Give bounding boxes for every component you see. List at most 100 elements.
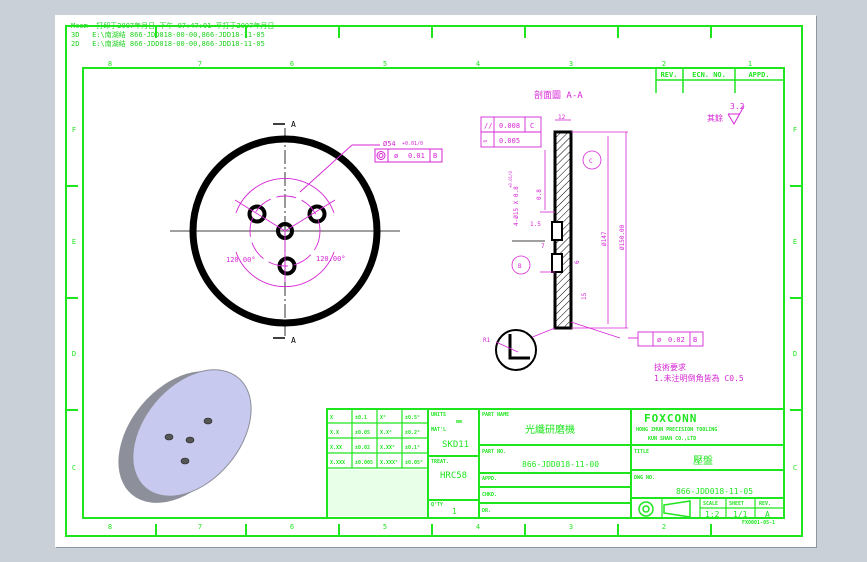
dia-inner: Ø147 <box>601 231 608 246</box>
print-header-line: 2D E:\南湖结 866-JDD018-00-00,866-JDD18-11-… <box>71 40 265 48</box>
tol-cell: X.XXX <box>330 460 345 466</box>
tol-cell: X° <box>380 415 386 421</box>
scale-value: 1:2 <box>705 510 720 519</box>
section-title: 剖面圖 A-A <box>534 89 583 101</box>
part-no-label: PART NO. <box>482 449 506 455</box>
material-label: MAT'L <box>431 427 446 433</box>
dim-08: 0.8 <box>536 189 543 200</box>
r1-label: R1 <box>483 337 491 344</box>
projection-symbol <box>638 500 691 518</box>
tol-symbol: ▱ <box>483 137 488 145</box>
runout-value: 0.02 <box>668 336 685 344</box>
runout-datum: B <box>693 336 697 344</box>
qty-label: Q'TY <box>431 502 443 508</box>
svg-text:ø: ø <box>394 152 399 160</box>
tol-cell: X.XXX° <box>380 460 398 466</box>
holes-dim: 4-Ø15 X 0.8 <box>513 186 520 226</box>
dwg-no-value: 866-JDD018-11-05 <box>676 487 753 496</box>
section-view: 剖面圖 A-A <box>480 89 704 371</box>
dwg-no-label: DWG NO. <box>634 475 655 481</box>
dim-15b: 15 <box>581 292 588 300</box>
notes-title: 技術要求 <box>654 362 686 372</box>
notes-line: 1.未注明倒角皆為 C0.5 <box>654 373 744 383</box>
zone-number: 7 <box>198 60 202 68</box>
part-no-value: 866-JDD018-11-00 <box>522 460 599 469</box>
zone-letter: C <box>72 464 76 472</box>
tol-cell: ±0.05° <box>405 460 423 466</box>
sheet-value: 1/1 <box>733 510 748 519</box>
zone-letter: E <box>793 238 797 246</box>
zone-number: 3 <box>569 523 573 531</box>
part-name-value: 光纖研磨機 <box>525 423 575 436</box>
units-value: mm <box>456 419 462 425</box>
zone-number: 4 <box>476 523 480 531</box>
zone-number: 2 <box>662 523 666 531</box>
zone-letter: C <box>793 464 797 472</box>
mounting-hole <box>307 204 327 224</box>
conc-datum: B <box>433 152 437 160</box>
concentricity-frame: ø 0.01 B <box>374 148 443 163</box>
surface-finish-value: 3.2 <box>730 102 745 111</box>
title-label: TITLE <box>634 449 649 455</box>
dim-6: 6 <box>574 260 581 264</box>
tol-cell: X.XX° <box>380 445 395 451</box>
zone-number: 6 <box>290 60 294 68</box>
units-label: UNITS <box>431 412 446 418</box>
tol-cell: X.X° <box>380 430 392 436</box>
revision-table: REV. ECN. NO. APPD. <box>655 67 785 93</box>
dia-tolerance: +0.01/0 <box>402 141 423 147</box>
dr-label: DR. <box>482 508 491 514</box>
company-sub2: KUN SHAN CO.,LTD <box>648 436 696 442</box>
chkd-label: CHKD. <box>482 492 497 498</box>
tol-cell: ±0.02 <box>355 445 370 451</box>
dim-7: 7 <box>541 243 545 250</box>
technical-notes: 技術要求 1.未注明倒角皆為 C0.5 <box>654 362 744 383</box>
cut-label-bottom: A <box>291 336 296 345</box>
tol-cell: ±0.1° <box>405 445 420 451</box>
scale-label: SCALE <box>703 501 718 507</box>
angle-label: 120.00° <box>316 255 346 263</box>
qty-value: 1 <box>452 507 457 516</box>
company-sub1: HONG ZHUN PRECISION TOOLING <box>636 427 717 433</box>
front-view: A A Ø54 +0.01/0 120.00° 120.00° ø <box>170 120 443 345</box>
width-dim: 12 <box>558 114 566 121</box>
zone-letter: F <box>72 126 76 134</box>
tol-cell: ±0.5° <box>405 415 420 421</box>
zone-number: 5 <box>383 523 387 531</box>
dim-15: 1.5 <box>530 221 541 228</box>
zone-number: 3 <box>569 60 573 68</box>
holes-tol: +0.01/0 <box>508 171 513 188</box>
zone-letter: E <box>72 238 76 246</box>
datum-b-label: B <box>518 263 522 270</box>
appd-label: APPD. <box>482 476 497 482</box>
rev-label: REV. <box>759 501 771 507</box>
zone-letter: D <box>793 350 797 358</box>
mounting-hole <box>247 204 267 224</box>
dia-label: Ø54 <box>383 140 396 148</box>
zone-number: 1 <box>748 60 752 68</box>
zone-number: 8 <box>108 523 112 531</box>
zone-number: 2 <box>662 60 666 68</box>
cut-label-top: A <box>291 120 296 129</box>
title-block: X ±0.1 X° ±0.5° X.X ±0.05 X.X° ±0.2° X.X… <box>326 408 785 526</box>
sheet-label: SHEET <box>729 501 744 507</box>
tol-cell: ±0.005 <box>355 460 373 466</box>
tol-symbol: // <box>484 122 492 130</box>
tol-cell: X.X <box>330 430 339 436</box>
material-value: SKD11 <box>442 440 469 450</box>
appd-header: APPD. <box>748 71 769 79</box>
surface-finish-note: 其餘 3.2 <box>707 102 745 125</box>
tol-value: 0.005 <box>499 137 520 145</box>
ecn-header: ECN. NO. <box>692 71 726 79</box>
surface-finish-symbol <box>727 105 745 125</box>
iso-model-view <box>118 369 252 503</box>
tol-cell: ±0.2° <box>405 430 420 436</box>
conc-value: 0.01 <box>408 152 425 160</box>
zone-number: 8 <box>108 60 112 68</box>
tol-cell: ±0.1 <box>355 415 367 421</box>
hardness-value: HRC58 <box>440 471 467 481</box>
zone-number: 7 <box>198 523 202 531</box>
dia-outer: Ø150.00 <box>619 224 626 250</box>
tol-cell: ±0.05 <box>355 430 370 436</box>
